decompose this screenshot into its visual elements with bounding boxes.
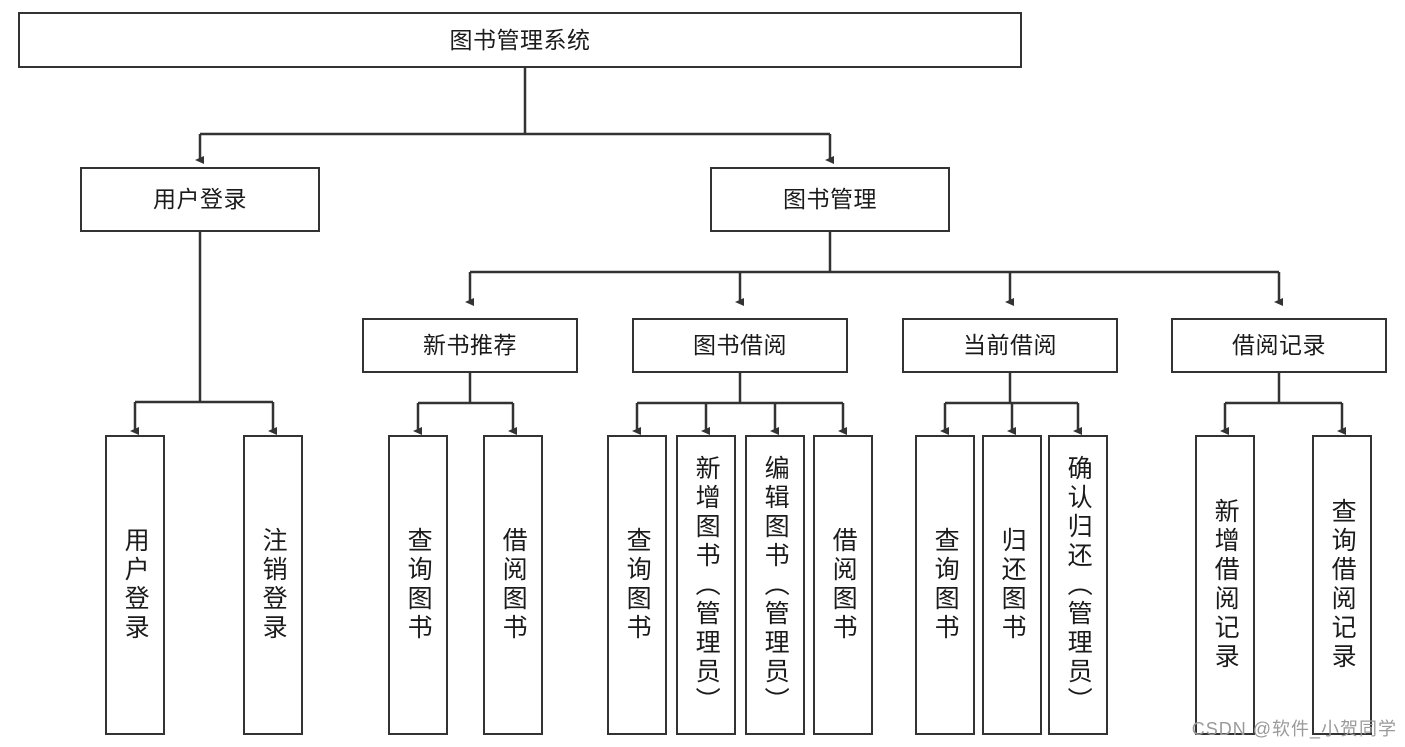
- leaf-current-borrow-confirm-return-admin[interactable]: 确认归还（管理员）: [1048, 435, 1108, 735]
- node-label: 新增借阅记录: [1211, 498, 1240, 672]
- leaf-borrow-record-add-record[interactable]: 新增借阅记录: [1195, 435, 1255, 735]
- node-label: 当前借阅: [963, 332, 1057, 359]
- leaf-new-book-borrow-book[interactable]: 借阅图书: [483, 435, 543, 735]
- leaf-borrow-record-query-record[interactable]: 查询借阅记录: [1312, 435, 1372, 735]
- leaf-current-borrow-query-book[interactable]: 查询图书: [915, 435, 975, 735]
- node-borrow-record[interactable]: 借阅记录: [1171, 318, 1387, 373]
- node-label: 注销登录: [259, 527, 288, 643]
- leaf-user-login-login[interactable]: 用户登录: [105, 435, 165, 735]
- leaf-current-borrow-return-book[interactable]: 归还图书: [982, 435, 1042, 735]
- node-current-borrow[interactable]: 当前借阅: [902, 318, 1118, 373]
- node-label: 确认归还（管理员）: [1064, 454, 1093, 716]
- leaf-book-borrow-add-book-admin[interactable]: 新增图书（管理员）: [676, 435, 736, 735]
- leaf-book-borrow-query-book[interactable]: 查询图书: [607, 435, 667, 735]
- node-label: 归还图书: [998, 527, 1027, 643]
- node-label: 图书管理: [783, 186, 877, 213]
- leaf-book-borrow-borrow-book[interactable]: 借阅图书: [813, 435, 873, 735]
- node-label: 借阅记录: [1232, 332, 1326, 359]
- node-label: 编辑图书（管理员）: [761, 454, 790, 716]
- node-book-management[interactable]: 图书管理: [710, 167, 950, 232]
- node-new-book-recommendation[interactable]: 新书推荐: [362, 318, 578, 373]
- leaf-user-login-logout[interactable]: 注销登录: [243, 435, 303, 735]
- node-label: 新书推荐: [423, 332, 517, 359]
- node-label: 查询图书: [623, 527, 652, 643]
- leaf-new-book-query-book[interactable]: 查询图书: [388, 435, 448, 735]
- node-label: 借阅图书: [499, 527, 528, 643]
- leaf-book-borrow-edit-book-admin[interactable]: 编辑图书（管理员）: [745, 435, 805, 735]
- node-label: 图书管理系统: [449, 26, 591, 53]
- node-label: 用户登录: [121, 527, 150, 643]
- node-label: 查询借阅记录: [1328, 498, 1357, 672]
- node-label: 借阅图书: [829, 527, 858, 643]
- node-label: 查询图书: [931, 527, 960, 643]
- node-root-book-management-system[interactable]: 图书管理系统: [18, 12, 1022, 68]
- node-label: 图书借阅: [693, 332, 787, 359]
- node-user-login[interactable]: 用户登录: [80, 167, 320, 232]
- node-label: 查询图书: [404, 527, 433, 643]
- node-label: 用户登录: [153, 186, 247, 213]
- node-book-borrow[interactable]: 图书借阅: [632, 318, 848, 373]
- node-label: 新增图书（管理员）: [692, 454, 721, 716]
